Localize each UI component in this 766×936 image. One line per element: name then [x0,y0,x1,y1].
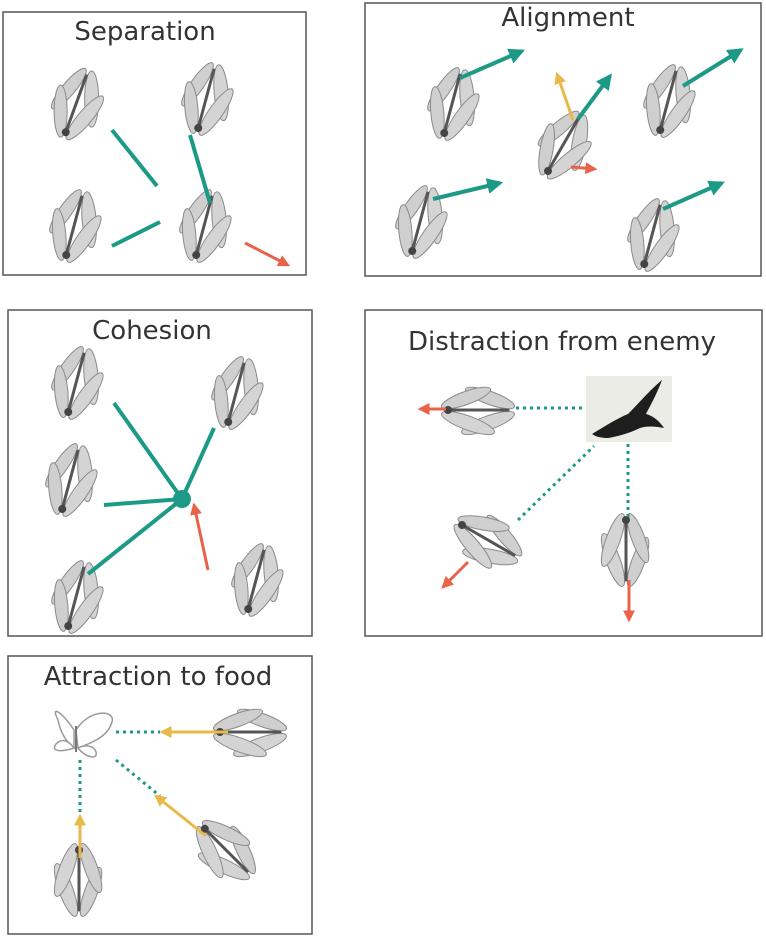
red-arrow [570,162,598,175]
separation-title: Separation [74,17,215,47]
dotted-link [115,758,161,798]
red-arrow [244,241,291,267]
cohesion-panel: Cohesion [7,309,313,644]
alignment-panel: Alignment [364,2,762,282]
attraction-panel: Attraction to food [7,655,313,935]
center-of-mass-marker [173,490,191,508]
teal-arrow [459,48,525,80]
separation-link [111,220,161,248]
red-arrow [441,560,470,589]
butterfly-icon [53,710,114,758]
teal-arrow [681,48,744,88]
distraction-panel: Distraction from enemy [364,309,763,637]
yellow-arrow [154,794,207,838]
separation-link [110,128,159,188]
distraction-title: Distraction from enemy [408,327,716,357]
yellow-arrow [554,71,575,121]
separation-panel: Separation [2,11,307,276]
red-arrow [190,502,210,571]
teal-arrow [576,73,612,121]
cohesion-link [180,427,216,500]
cohesion-link [112,401,184,501]
bird-icon [586,376,672,442]
separation-link [188,134,212,204]
cohesion-link [86,497,184,576]
cohesion-title: Cohesion [92,316,212,346]
attraction-title: Attraction to food [44,662,273,692]
teal-arrow [662,180,725,211]
teal-arrow [432,178,504,201]
alignment-title: Alignment [501,3,634,33]
cohesion-link [103,497,183,507]
